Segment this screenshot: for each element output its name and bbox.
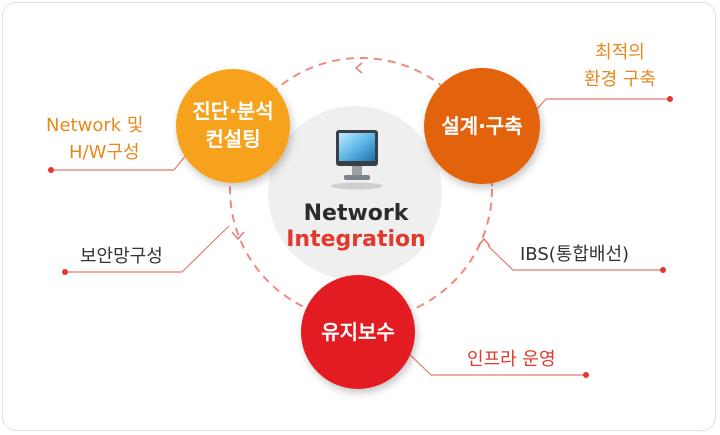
node-maintenance-circle [301, 275, 415, 389]
dashed-cycle-ring [229, 57, 493, 321]
arrow-left-icon [231, 231, 245, 241]
leader-ibs [487, 245, 663, 271]
dot-security-net [62, 269, 68, 275]
node-diagnosis-circle [176, 69, 290, 183]
dot-infra-ops [583, 372, 589, 378]
node-design-line1: 설계·구축 [441, 114, 522, 138]
label-security-net: 보안망구성 [80, 246, 163, 267]
monitor-icon [331, 130, 383, 190]
node-diagnosis-line1: 진단·분석 [192, 99, 273, 123]
leader-network-hw [51, 153, 188, 171]
arrow-top-icon [354, 62, 363, 74]
dot-network-hw [48, 167, 54, 173]
center-title-line1: Network [304, 201, 410, 226]
dot-ibs [660, 267, 666, 273]
leader-optimal-env [518, 98, 670, 130]
arrow-right-icon [477, 237, 491, 247]
diagram-frame [2, 2, 716, 431]
leader-dots [48, 96, 673, 378]
label-optimal-env-line1: 최적의 [595, 42, 645, 63]
label-infra-ops: 인프라 운영 [467, 349, 556, 370]
node-diagnosis-line2: 컨설팅 [205, 127, 260, 151]
leader-security-net [65, 225, 230, 273]
label-network-hw-line2: H/W구성 [69, 142, 140, 163]
label-optimal-env-line2: 환경 구축 [584, 69, 656, 90]
center-circle [268, 106, 442, 280]
node-maintenance-line1: 유지보수 [321, 320, 395, 344]
leader-infra-ops [401, 346, 586, 376]
label-ibs: IBS(통합배선) [520, 244, 629, 265]
node-design-circle [424, 68, 540, 184]
dot-optimal-env [667, 96, 673, 102]
label-network-hw-line1: Network 및 [46, 115, 143, 136]
center-title-line2: Integration [286, 227, 426, 252]
